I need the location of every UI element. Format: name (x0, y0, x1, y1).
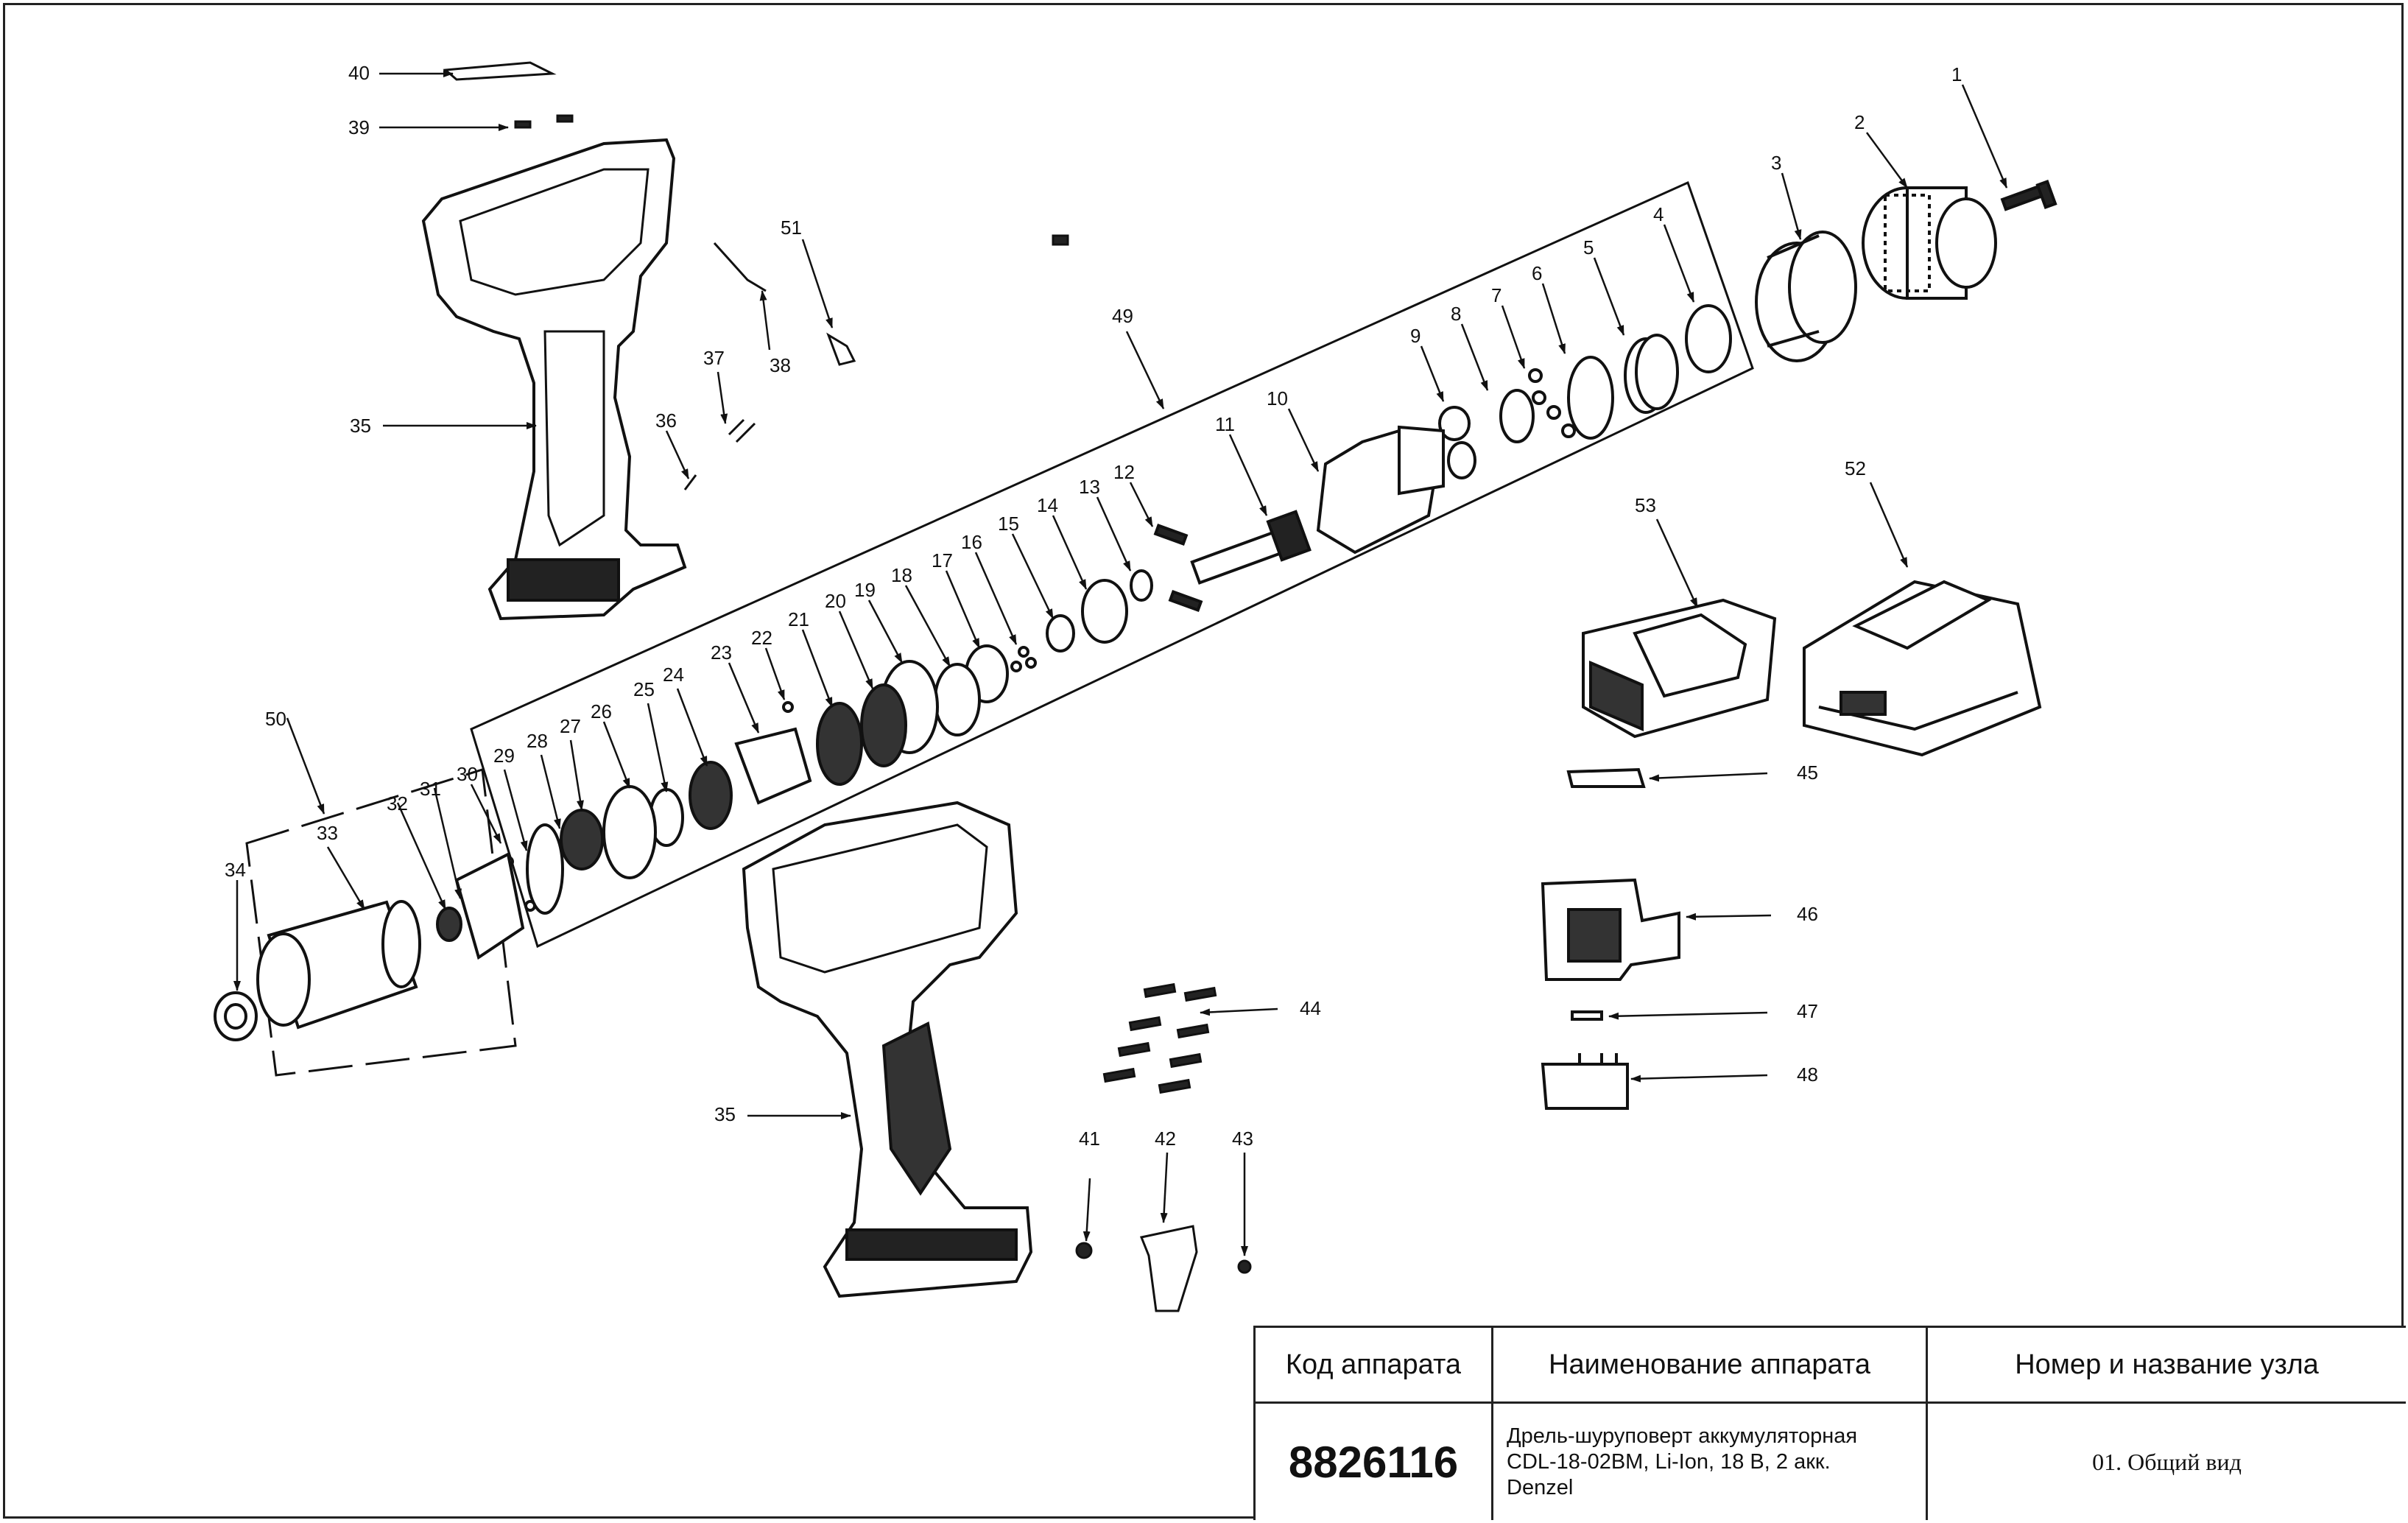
callout-35-upper: 35 (350, 415, 371, 437)
gearbox-parts (502, 304, 1732, 915)
device-code: 8826116 (1288, 1437, 1459, 1487)
callout-32: 32 (387, 792, 408, 815)
callout-25: 25 (633, 678, 655, 700)
callout-47: 47 (1797, 1000, 1818, 1022)
callout-15: 15 (998, 513, 1019, 535)
motor-assembly (214, 852, 525, 1041)
callout-33: 33 (317, 822, 338, 844)
housing-right-half (742, 801, 1033, 1298)
callout-23: 23 (711, 641, 732, 664)
callout-2: 2 (1854, 111, 1865, 133)
chuck-screw (2000, 180, 2057, 211)
callout-leaders (233, 70, 2008, 1256)
device-name: Дрель-шуруповерт аккумуляторная CDL-18-0… (1507, 1424, 1858, 1499)
callout-20: 20 (825, 590, 846, 612)
callout-19: 19 (854, 579, 876, 601)
callout-1: 1 (1951, 63, 1962, 85)
title-block: Код аппарата Наименование аппарата Номер… (1253, 1326, 2406, 1520)
callout-35-lower: 35 (714, 1103, 736, 1125)
callout-12: 12 (1113, 461, 1135, 483)
callout-48: 48 (1797, 1063, 1818, 1086)
callout-10: 10 (1267, 387, 1288, 409)
callout-45: 45 (1797, 762, 1818, 784)
callout-30: 30 (457, 763, 478, 785)
callout-13: 13 (1079, 476, 1100, 498)
callout-36: 36 (655, 409, 677, 432)
callout-42: 42 (1155, 1128, 1176, 1150)
callout-41: 41 (1079, 1128, 1100, 1150)
callout-34: 34 (225, 859, 246, 881)
small-hardware (443, 61, 1252, 1312)
callout-38: 38 (770, 354, 791, 376)
charger (1582, 598, 1777, 739)
callout-50: 50 (265, 708, 286, 730)
callout-29: 29 (493, 745, 515, 767)
header-device-name: Наименование аппарата (1549, 1348, 1870, 1380)
callout-3: 3 (1771, 152, 1781, 174)
callout-17: 17 (932, 549, 953, 571)
callout-27: 27 (560, 715, 581, 737)
drawing-frame (3, 3, 2404, 1519)
callout-21: 21 (788, 608, 809, 630)
callout-46: 46 (1797, 903, 1818, 925)
callout-22: 22 (751, 627, 772, 649)
switch-parts (1541, 767, 1680, 1110)
keyless-chuck (1862, 186, 1997, 300)
callout-9: 9 (1410, 325, 1420, 347)
battery-pack (1803, 580, 2042, 757)
gear-ring (1755, 231, 1857, 362)
callout-37: 37 (703, 347, 725, 369)
callout-39: 39 (348, 116, 370, 138)
node-name: 01. Общий вид (2092, 1448, 2242, 1475)
housing-left-half (421, 138, 687, 621)
callout-5: 5 (1583, 236, 1594, 258)
callout-52: 52 (1845, 457, 1866, 479)
callout-labels: 1 2 3 4 5 6 7 8 9 10 11 12 13 14 15 16 1… (225, 62, 1962, 1150)
callout-31: 31 (420, 778, 441, 800)
callout-40: 40 (348, 62, 370, 84)
callout-18: 18 (891, 564, 912, 586)
callout-7: 7 (1491, 284, 1502, 306)
callout-43: 43 (1232, 1128, 1253, 1150)
callout-4: 4 (1653, 203, 1664, 225)
header-device-code: Код аппарата (1285, 1348, 1462, 1380)
callout-8: 8 (1451, 303, 1461, 325)
gearbox-group-outline (470, 180, 1754, 949)
callout-49: 49 (1112, 305, 1133, 327)
callout-6: 6 (1532, 262, 1542, 284)
callout-24: 24 (663, 664, 684, 686)
callout-16: 16 (961, 531, 982, 553)
callout-28: 28 (527, 730, 548, 752)
header-node-name: Номер и название узла (2015, 1348, 2319, 1380)
callout-26: 26 (591, 700, 612, 722)
callout-14: 14 (1037, 494, 1058, 516)
callout-51: 51 (781, 217, 802, 239)
callout-53: 53 (1635, 494, 1656, 516)
callout-11: 11 (1215, 413, 1235, 435)
callout-44: 44 (1300, 997, 1321, 1019)
